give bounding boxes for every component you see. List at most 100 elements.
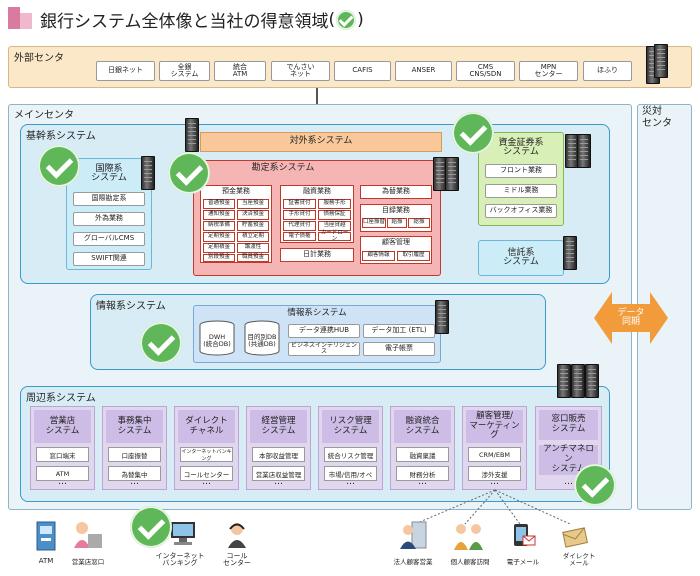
- deposit-cell: 定期積金: [203, 243, 235, 253]
- ellipsis: …: [490, 477, 499, 487]
- peripheral-column-item: インターネットバンキング: [180, 447, 233, 462]
- external-item-densai: でんさい ネット: [271, 61, 330, 81]
- ellipsis: …: [58, 477, 67, 487]
- deposit-cell: 通知預金: [203, 210, 235, 220]
- info-item: データ加工 (ETL): [363, 324, 435, 338]
- misc-cell: 口座振替: [362, 218, 386, 228]
- loan-cell: カードローン: [318, 230, 351, 241]
- peripheral-column-item: 渉外支援: [468, 466, 521, 481]
- misc-title: 目録業務: [382, 205, 410, 214]
- title-square-dark: [8, 7, 20, 29]
- personal-label: 個人顧客訪問: [450, 557, 490, 566]
- check-icon: [140, 322, 182, 364]
- peripheral-column-item: 市場/信用/オペ: [324, 466, 377, 481]
- accounting-title: 勘定系システム: [251, 163, 315, 174]
- peripheral-column-item: 財務分析: [396, 466, 449, 481]
- window-sales-title: 窓口販売 システム: [539, 410, 598, 440]
- misc-cell: 総振: [408, 218, 430, 228]
- title-paren-open: (: [328, 9, 336, 30]
- ellipsis: …: [130, 477, 139, 487]
- peripheral-column-item: コールセンター: [180, 466, 233, 481]
- connector-lines: [414, 489, 571, 525]
- title-paren-close: ): [357, 9, 364, 30]
- ellipsis: …: [346, 477, 355, 487]
- peripheral-column-item: 為替集中: [108, 466, 161, 481]
- loan-cell: 手形貸付: [283, 210, 316, 220]
- dbdb-label: 目的別DB (共通DB): [247, 333, 277, 348]
- loan-cell: 証書貸付: [283, 199, 316, 209]
- peripheral-column-title: 顧客管理/ マーケティング: [466, 410, 523, 443]
- dwh-label: DWH (統合DB): [203, 333, 231, 348]
- deposit-cell: 当座預金: [237, 199, 269, 209]
- check-icon: .check.s::after{}: [336, 9, 357, 30]
- peripheral-column: 顧客管理/ マーケティング CRM/EBM 渉外支援…: [462, 406, 527, 490]
- misc-cell: 給振: [387, 218, 407, 228]
- call-center-icon: [228, 523, 246, 548]
- deposit-cell: 定期預金: [203, 232, 235, 242]
- check-icon: [168, 152, 210, 194]
- deposit-cell: 納税準備: [203, 221, 235, 231]
- check-icon: [130, 506, 172, 548]
- server-icon: [557, 364, 571, 398]
- check-icon: [452, 112, 494, 154]
- page-title-text: 銀行システム全体像と当社の得意領域: [40, 12, 329, 32]
- email-label: 電子メール: [506, 557, 540, 566]
- deposit-cell: 普通預金: [203, 199, 235, 209]
- server-icon: [141, 156, 155, 190]
- atm-icon: [36, 521, 56, 551]
- ellipsis: …: [274, 477, 283, 487]
- international-item: 外為業務: [73, 212, 145, 226]
- ellipsis: …: [202, 477, 211, 487]
- loan-cell: 代理貸付: [283, 221, 316, 231]
- database-icon: [244, 320, 280, 356]
- peripheral-column: 経営管理 システム本部収益管理営業店収益管理…: [246, 406, 311, 490]
- server-icon: [577, 134, 591, 168]
- peripheral-column-title: 経営管理 システム: [250, 410, 307, 443]
- server-icon: [563, 236, 577, 270]
- server-icon: [435, 300, 449, 334]
- deposit-cell: 譲渡性: [237, 243, 269, 253]
- core-system-label: 基幹系システム: [26, 131, 96, 142]
- securities-item: バックオフィス業務: [485, 204, 557, 218]
- loan-cell: 服務手形: [318, 199, 351, 209]
- info-item: 電子帳票: [363, 342, 435, 356]
- family-icon: [454, 524, 483, 550]
- loan-cell: 債務保証: [318, 210, 351, 220]
- peripheral-column-item: 営業店収益管理: [252, 466, 305, 481]
- page-title: 銀行システム全体像と当社の得意領域 ( .check.s::after{} ): [40, 7, 364, 32]
- ellipsis: …: [564, 477, 573, 487]
- external-center-label: 外部センタ: [14, 53, 64, 64]
- title-square-light: [20, 13, 32, 29]
- atm-label: ATM: [38, 557, 54, 566]
- customer-title: 顧客管理: [382, 237, 410, 246]
- peripheral-column-title: 事務集中 システム: [106, 410, 163, 443]
- server-icon: [585, 364, 599, 398]
- external-item-zengin: 全銀 システム: [159, 61, 210, 81]
- branch-label: 営業店窓口: [71, 557, 105, 566]
- email-icon: [514, 524, 536, 546]
- external-item-cms: CMS CNS/SDN: [456, 61, 515, 81]
- peripheral-column-item: 本部収益管理: [252, 447, 305, 462]
- external-item-hofuri: ほふり: [583, 61, 632, 81]
- peripheral-column-item: 融資稟議: [396, 447, 449, 462]
- external-item-anser: ANSER: [395, 61, 452, 81]
- deposit-cell: 貯蓄預金: [237, 221, 269, 231]
- business-person-icon: [400, 521, 427, 549]
- peripheral-column-item: CRM/EBM: [468, 447, 521, 462]
- international-item: グローバルCMS: [73, 232, 145, 246]
- loan-title: 融資業務: [303, 186, 331, 195]
- info-inner-title: 情報系システム: [287, 307, 347, 318]
- peripheral-column: リスク管理 システム統合リスク管理市場/信用/オペ…: [318, 406, 383, 490]
- external-item-mpn: MPN センター: [519, 61, 578, 81]
- dm-label: ダイレクト メール: [562, 552, 596, 567]
- loan-cell: 電子債権: [283, 232, 316, 241]
- external-item-nichigin: 日銀ネット: [96, 61, 155, 81]
- database-icon: [199, 320, 235, 356]
- securities-item: ミドル業務: [485, 184, 557, 198]
- dr-center-label: 災対 センタ: [642, 106, 672, 129]
- server-icon: [571, 364, 585, 398]
- peripheral-label: 周辺系システム: [26, 393, 96, 404]
- peripheral-column-item: 統合リスク管理: [324, 447, 377, 462]
- branch-counter-icon: [74, 522, 102, 548]
- direct-mail-icon: [562, 527, 589, 548]
